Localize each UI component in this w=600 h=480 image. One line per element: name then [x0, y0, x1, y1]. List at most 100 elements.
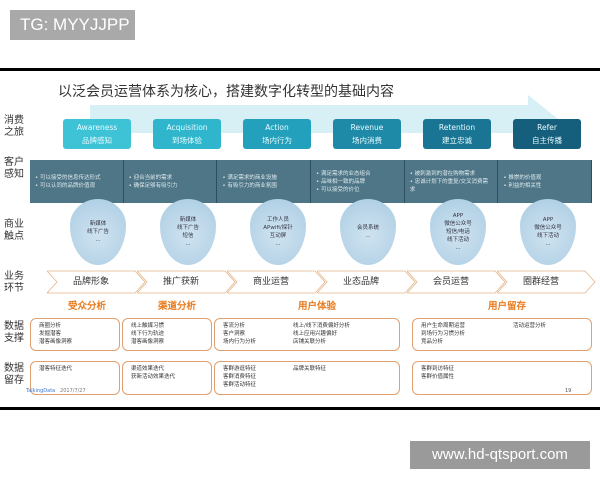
business-step: 业态品牌 [317, 270, 416, 294]
touchpoint-drop: 新媒体线下广告短信... [160, 199, 216, 265]
perception-item: • 被刺激到的潜在购物需求 [409, 170, 476, 177]
perception-cell: • 满足需求的业态组合• 品味相一致的品牌• 可以接受的价位 [311, 160, 405, 203]
perception-cell: • 被刺激到的潜在购物需求• 忠诚计划下的重复/交叉消费需求 [405, 160, 499, 203]
touchpoint-item: 短信 [182, 233, 194, 239]
row-label-retention: 数据留存 [4, 363, 24, 386]
touchpoint-drop: APP 微信公众号线下活动... [520, 199, 576, 265]
support-box: 用户生命周期运营到场行为习惯分析竞品分析 活动运营分析 [412, 318, 592, 351]
journey-stage-1: Acquisition 到场体验 [153, 119, 221, 149]
top-divider [0, 68, 600, 71]
perception-cell: • 推崇的价值观• 利益的相关性 [498, 160, 593, 203]
perception-cell: • 满足需求的商业设施• 有吸引力的商业氛围 [217, 160, 312, 203]
perception-item: • 品味相一致的品牌 [316, 178, 366, 185]
touchpoint-item: 新媒体 [179, 217, 197, 223]
chevron-shape [407, 270, 506, 294]
data-item: 潜客画像洞察 [131, 339, 165, 345]
business-step-label: 会员运营 [432, 277, 469, 287]
perception-row: • 可以接受的信息传达形式• 可以认同的品牌价值观• 迎合当前的需求• 确保足够… [30, 160, 593, 203]
journey-stage-3: Revenue 场内消费 [333, 119, 401, 149]
touchpoint-item: ... [275, 241, 281, 247]
data-item: 活动运营分析 [513, 323, 547, 329]
perception-item: • 忠诚计划下的重复/交叉消费需求 [409, 178, 489, 193]
row-label-support: 数据支撑 [4, 321, 24, 344]
business-step: 品牌形象 [47, 270, 146, 294]
support-box: 商圈分析发掘潜客潜客画像洞察 [30, 318, 120, 351]
perception-item: • 有吸引力的商业氛围 [222, 182, 277, 189]
touchpoint-item: ... [95, 237, 101, 243]
data-item: 品牌关联特征 [293, 366, 327, 372]
data-item: 线上/线下消费偏好分析 [293, 323, 350, 329]
stage-en: Revenue [350, 123, 384, 132]
category-label: 用户体验 [298, 301, 337, 312]
tg-label: TG: MYYJJPP [10, 10, 135, 40]
slide-title: 以泛会员运营体系为核心，搭建数字化转型的基础内容 [58, 84, 394, 100]
footer-brand: TalkingData 2017/7/27 [26, 388, 86, 394]
stage-cn: 建立忠诚 [442, 136, 472, 145]
chevron-shape [317, 270, 416, 294]
data-item: 客群消费特征 [223, 374, 257, 380]
data-item: 线下行为轨迹 [131, 331, 165, 337]
category-label: 渠道分析 [158, 301, 197, 312]
business-step-label: 推广获新 [162, 277, 199, 287]
row-label-journey: 消费之旅 [4, 115, 24, 138]
support-box: 线上触媒习惯线下行为轨迹潜客画像洞察 [122, 318, 212, 351]
footer-date: 2017/7/27 [60, 388, 86, 394]
data-item: 场内行为分析 [223, 339, 257, 345]
touchpoint-item: 微信公众号 [534, 225, 562, 231]
perception-item: • 迎合当前的需求 [128, 174, 173, 181]
perception-item: • 可以接受的信息传达形式 [35, 174, 101, 181]
retention_data-box: 潜客特征迭代 [30, 361, 120, 395]
business-step: 会员运营 [407, 270, 506, 294]
retention_data-box: 渠道效果迭代获新活动效果迭代 [122, 361, 212, 395]
data-item: 用户生命周期运营 [421, 323, 466, 329]
touchpoint-drop: 会员系统... [340, 199, 396, 265]
row-label-business: 业务环节 [4, 271, 24, 294]
touchpoint-item: ... [545, 241, 551, 247]
stage-cn: 场内消费 [352, 136, 382, 145]
touchpoint-item: APP [452, 213, 464, 219]
data-item: 竞品分析 [421, 339, 444, 345]
touchpoint-item: ... [455, 245, 461, 251]
data-column: 线上/线下消费偏好分析线上应用兴趣偏好店铺关联分析 [293, 322, 350, 346]
stage-en: Refer [537, 123, 557, 132]
stage-cn: 场内行为 [262, 136, 292, 145]
slide: 以泛会员运营体系为核心，搭建数字化转型的基础内容 消费之旅 客户感知 商业触点 … [0, 71, 600, 408]
business-step: 圈群经营 [497, 270, 596, 294]
perception-item: • 满足需求的业态组合 [316, 170, 371, 177]
touchpoint-item: 线下广告 [86, 229, 109, 235]
bottom-divider [0, 407, 600, 410]
data-item: 客群到访特征 [421, 366, 455, 372]
watermark: www.hd-qtsport.com [410, 441, 590, 469]
touchpoint-item: 工作人员 [266, 217, 289, 223]
touchpoint-item: 微信公众号 [444, 221, 472, 227]
business-step-label: 业态品牌 [342, 277, 379, 287]
category-label: 用户留存 [488, 301, 527, 312]
page-number: 19 [565, 388, 572, 394]
touchpoint-item: ... [185, 241, 191, 247]
retention_data-box: 客群游逛特征客群消费特征客群活动特征品牌关联特征 [214, 361, 400, 395]
data-item: 到场行为习惯分析 [421, 331, 466, 337]
data-item: 潜客画像洞察 [39, 339, 73, 345]
touchpoint-drop: 新媒体线下广告... [70, 199, 126, 265]
stage-en: Action [265, 123, 289, 132]
data-item: 发掘潜客 [39, 331, 62, 337]
stage-cn: 到场体验 [172, 136, 202, 145]
data-item: 客户洞察 [223, 331, 246, 337]
row-label-touch: 商业触点 [4, 219, 24, 242]
data-item: 渠道效果迭代 [131, 366, 165, 372]
perception-item: • 可以接受的价位 [316, 186, 360, 193]
business-step: 商业运营 [227, 270, 326, 294]
perception-item: • 利益的相关性 [503, 182, 542, 189]
stage-en: Acquisition [166, 123, 208, 132]
brand-logo-text: TalkingData [26, 388, 56, 394]
touchpoint-item: 线下活动 [536, 233, 559, 239]
journey-stage-2: Action 场内行为 [243, 119, 311, 149]
business-step-label: 圈群经营 [522, 277, 559, 287]
data-item: 客群游逛特征 [223, 366, 257, 372]
touchpoint-item: APP [542, 217, 554, 223]
data-item: 客流分析 [223, 323, 246, 329]
